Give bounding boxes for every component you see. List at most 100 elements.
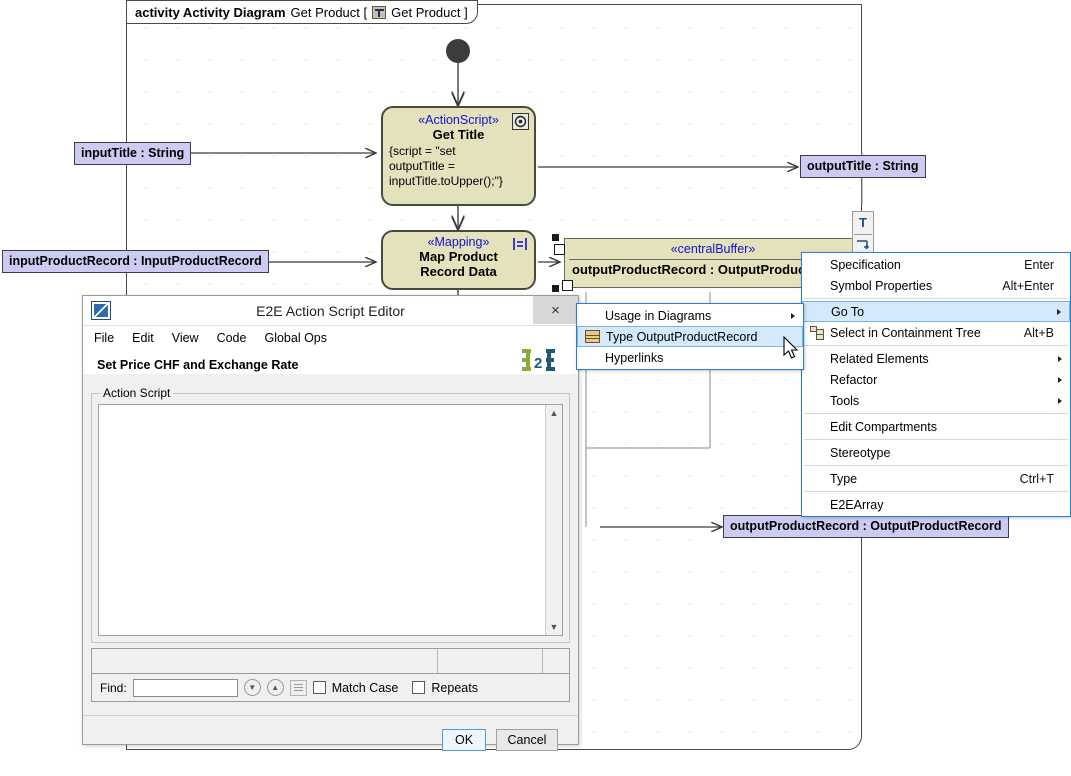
- menu-item-refactor[interactable]: Refactor: [802, 369, 1070, 390]
- menu-view[interactable]: View: [171, 331, 199, 345]
- menu-separator: [804, 491, 1068, 492]
- menu-item-label: Type: [830, 471, 858, 486]
- menu-item-stereotype[interactable]: Stereotype: [802, 442, 1070, 463]
- pin-output-product-record[interactable]: outputProductRecord : OutputProductRecor…: [723, 515, 1009, 538]
- find-previous-icon[interactable]: ▲: [266, 679, 284, 696]
- pin-label: inputTitle : String: [81, 146, 185, 160]
- menu-item-related-elements[interactable]: Related Elements: [802, 348, 1070, 369]
- menu-file[interactable]: File: [94, 331, 115, 345]
- central-buffer-stereotype: «centralBuffer»: [670, 242, 756, 256]
- menu-item-specification[interactable]: Specification Enter: [802, 254, 1070, 275]
- menu-item-accelerator: Enter: [1024, 257, 1054, 272]
- dialog-menu-bar[interactable]: File Edit View Code Global Ops: [83, 326, 578, 350]
- diagram-frame-header: activity Activity Diagram Get Product [ …: [126, 0, 478, 24]
- action-script-node[interactable]: «ActionScript» Get Title {script = "set …: [381, 106, 536, 206]
- menu-item-icon: [802, 349, 830, 369]
- scroll-down-icon[interactable]: ▼: [549, 622, 559, 632]
- find-bar[interactable]: Find: ▼ ▲ Match Case Repeats: [91, 674, 570, 702]
- menu-item-label: Related Elements: [830, 351, 929, 366]
- menu-item-label: Hyperlinks: [605, 350, 664, 365]
- repeats-checkbox[interactable]: [412, 681, 426, 694]
- menu-item-icon: [577, 306, 605, 326]
- menu-separator: [804, 413, 1068, 414]
- frame-keyword: activity Activity Diagram: [135, 4, 286, 20]
- mapping-name: Map Product Record Data: [419, 249, 498, 279]
- action-script-group: Action Script ▲ ▼: [91, 386, 570, 643]
- mapping-badge-icon: [513, 238, 527, 250]
- frame-name: Get Product [: [290, 4, 368, 20]
- menu-item-tools[interactable]: Tools: [802, 390, 1070, 411]
- initial-node[interactable]: [446, 39, 470, 63]
- inline-toolbar[interactable]: T: [852, 211, 874, 257]
- find-options-icon[interactable]: [289, 679, 307, 696]
- match-case-checkbox[interactable]: [312, 681, 326, 694]
- menu-edit[interactable]: Edit: [132, 331, 154, 345]
- cancel-button[interactable]: Cancel: [496, 729, 558, 751]
- menu-item-type[interactable]: Type Ctrl+T: [802, 468, 1070, 489]
- scroll-up-icon[interactable]: ▲: [549, 408, 559, 418]
- menu-item-usage-in-diagrams[interactable]: Usage in Diagrams: [577, 305, 803, 326]
- svg-text:2: 2: [534, 355, 542, 372]
- status-cell-message: [92, 649, 438, 673]
- menu-item-e2earray[interactable]: E2EArray: [802, 494, 1070, 515]
- pin-label: outputTitle : String: [807, 159, 919, 173]
- menu-item-label: Tools: [830, 393, 860, 408]
- status-cell-position: [438, 649, 543, 673]
- selection-handle[interactable]: [552, 234, 559, 241]
- containment-tree-icon: [809, 326, 824, 340]
- menu-item-label: Symbol Properties: [830, 278, 933, 293]
- menu-item-icon: [802, 391, 830, 411]
- action-script-body: {script = "set outputTitle = inputTitle.…: [389, 144, 503, 188]
- selection-handle[interactable]: [552, 285, 559, 292]
- type-record-icon: [584, 330, 600, 343]
- menu-item-accelerator: Ctrl+T: [1019, 471, 1054, 486]
- menu-item-icon: [802, 495, 830, 515]
- action-script-name: Get Title: [432, 127, 485, 142]
- frame-name-end: Get Product ]: [391, 4, 468, 20]
- menu-item-label: Go To: [831, 304, 865, 319]
- text-box-icon[interactable]: T: [853, 212, 873, 234]
- menu-item-label: E2EArray: [830, 497, 884, 512]
- action-script-editor-dialog[interactable]: E2E Action Script Editor × File Edit Vie…: [82, 295, 579, 751]
- dialog-title-bar[interactable]: E2E Action Script Editor ×: [83, 296, 578, 326]
- status-cell-mode: [543, 649, 569, 673]
- menu-item-icon: [802, 323, 830, 343]
- menu-item-label: Stereotype: [830, 445, 891, 460]
- ok-button[interactable]: OK: [442, 729, 486, 751]
- dialog-subtitle: Set Price CHF and Exchange Rate 2: [83, 349, 578, 374]
- pin-label: outputProductRecord : OutputProductRecor…: [730, 519, 1002, 533]
- menu-separator: [804, 439, 1068, 440]
- menu-item-icon: [802, 370, 830, 390]
- menu-item-icon: [803, 302, 831, 322]
- menu-item-icon: [802, 469, 830, 489]
- port-handle[interactable]: [554, 244, 565, 255]
- menu-item-hyperlinks[interactable]: Hyperlinks: [577, 347, 803, 368]
- mapping-node[interactable]: «Mapping» Map Product Record Data: [381, 230, 536, 290]
- chevron-right-icon: [1058, 397, 1062, 404]
- insert-text-icon[interactable]: [853, 235, 873, 257]
- menu-item-type-outputproductrecord[interactable]: Type OutputProductRecord: [577, 326, 803, 347]
- script-scrollbar[interactable]: ▲ ▼: [545, 405, 562, 635]
- pin-input-product-record[interactable]: inputProductRecord : InputProductRecord: [2, 250, 269, 273]
- port-handle[interactable]: [562, 280, 573, 291]
- find-next-icon[interactable]: ▼: [243, 679, 261, 696]
- pin-input-title[interactable]: inputTitle : String: [74, 142, 192, 165]
- menu-item-accelerator: Alt+B: [1023, 325, 1054, 340]
- dialog-body: Action Script ▲ ▼ Find: ▼ ▲ Match Case R…: [83, 386, 578, 751]
- pin-output-title[interactable]: outputTitle : String: [800, 155, 926, 178]
- menu-item-label: Specification: [830, 257, 901, 272]
- find-input[interactable]: [132, 678, 238, 697]
- menu-item-edit-compartments[interactable]: Edit Compartments: [802, 416, 1070, 437]
- script-input[interactable]: ▲ ▼: [98, 404, 563, 636]
- menu-code[interactable]: Code: [216, 331, 247, 345]
- menu-item-icon: [577, 348, 605, 368]
- menu-global-ops[interactable]: Global Ops: [264, 331, 327, 345]
- close-icon[interactable]: ×: [533, 296, 578, 324]
- menu-item-label: Edit Compartments: [830, 419, 937, 434]
- e2e-logo: 2: [522, 349, 555, 372]
- menu-item-go-to[interactable]: Go To: [802, 301, 1070, 322]
